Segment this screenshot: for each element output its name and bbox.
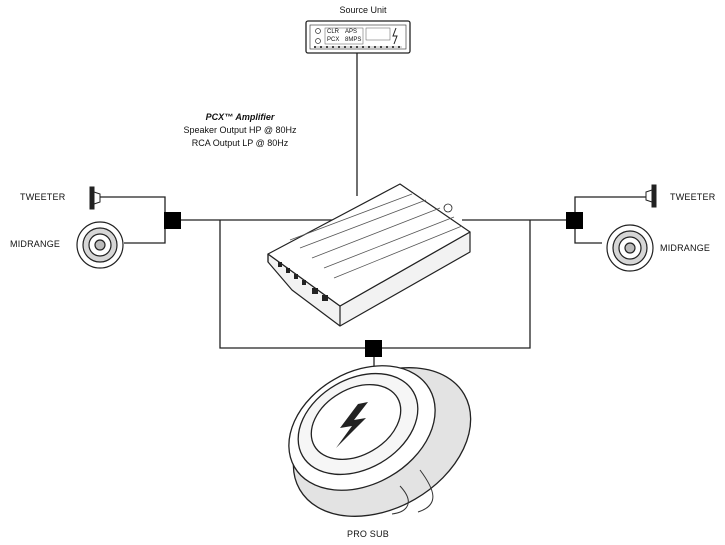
left-midrange [76,221,124,269]
left-midrange-label: MIDRANGE [10,239,61,249]
amplifier-spec-lp: RCA Output LP @ 80Hz [191,138,289,148]
source-display-line2: PCX [327,37,340,43]
amplifier-logo [443,203,453,213]
source-display-tag2: 8MPS [345,37,362,43]
subwoofer [288,365,472,517]
bolt-icon [392,27,398,45]
source-display-line1: CLR [327,29,340,35]
left-crossover-node [164,212,181,229]
sub-junction-node [365,340,382,357]
right-crossover-node [566,212,583,229]
right-midrange-label: MIDRANGE [660,243,711,253]
left-midrange-wire [124,227,166,244]
wiring-lines [98,52,648,390]
right-midrange [606,224,654,272]
right-tweeter [645,184,657,208]
subwoofer-label: PRO SUB [347,529,389,539]
left-tweeter-label: TWEETER [20,192,66,202]
source-unit [305,20,411,54]
right-midrange-wire [574,227,602,244]
subwoofer-bolt-icon [336,402,368,448]
amplifier-spec-hp: Speaker Output HP @ 80Hz [183,125,297,135]
left-tweeter [89,186,101,210]
left-tweeter-wire [98,196,166,213]
source-display-tag1: APS [345,29,358,35]
amplifier-title: PCX™ Amplifier [205,112,275,122]
amplifier [267,183,471,327]
right-tweeter-label: TWEETER [670,192,716,202]
right-tweeter-wire [574,196,648,213]
source-unit-label: Source Unit [339,5,387,15]
